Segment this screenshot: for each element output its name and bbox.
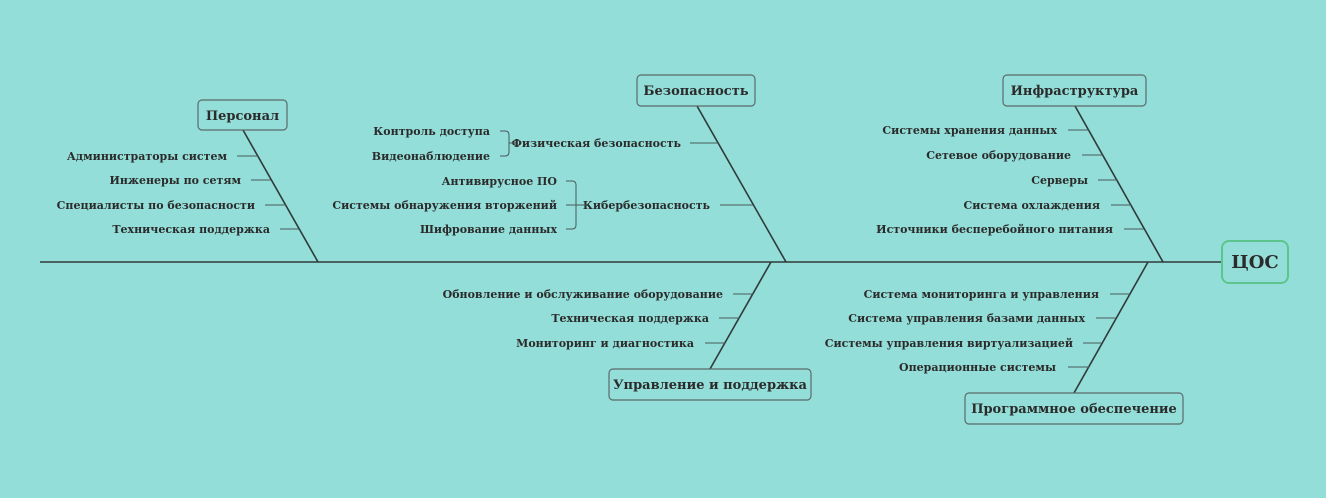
list-item[interactable]: Системы хранения данных <box>882 124 1057 137</box>
branch-management: Управление и поддержка Обновление и обсл… <box>443 261 812 401</box>
list-item[interactable]: Источники бесперебойного питания <box>876 223 1113 236</box>
bracket <box>566 180 586 230</box>
group-label[interactable]: Кибербезопасность <box>583 199 711 212</box>
branch-software: Программное обеспечение Система монитори… <box>825 261 1184 425</box>
branch-security: Безопасность Физическая безопасность Кон… <box>332 74 787 263</box>
list-item[interactable]: Мониторинг и диагностика <box>516 337 694 350</box>
branch-label: Персонал <box>206 109 279 124</box>
list-item[interactable]: Сетевое оборудование <box>926 149 1071 162</box>
list-item[interactable]: Техническая поддержка <box>551 312 709 325</box>
list-item[interactable]: Обновление и обслуживание оборудование <box>443 288 723 301</box>
root-label: ЦОС <box>1231 252 1278 273</box>
list-item[interactable]: Системы обнаружения вторжений <box>332 199 557 212</box>
branch-box-personnel[interactable]: Персонал <box>197 99 288 131</box>
branch-box-security[interactable]: Безопасность <box>636 74 756 107</box>
list-item[interactable]: Система управления базами данных <box>848 312 1085 325</box>
list-item[interactable]: Система охлаждения <box>964 199 1101 212</box>
branch-label: Безопасность <box>643 84 748 99</box>
list-item[interactable]: Операционные системы <box>899 361 1056 374</box>
branch-box-management[interactable]: Управление и поддержка <box>608 368 812 401</box>
list-item[interactable]: Контроль доступа <box>373 125 490 138</box>
group-label[interactable]: Физическая безопасность <box>512 137 682 150</box>
list-item[interactable]: Серверы <box>1031 174 1088 187</box>
branch-personnel: Персонал Администраторы систем Инженеры … <box>57 99 319 263</box>
branch-box-infrastructure[interactable]: Инфраструктура <box>1002 74 1147 107</box>
list-item[interactable]: Техническая поддержка <box>112 223 270 236</box>
list-item[interactable]: Видеонаблюдение <box>372 150 490 163</box>
list-item[interactable]: Шифрование данных <box>420 223 557 236</box>
list-item[interactable]: Система мониторинга и управления <box>864 288 1099 301</box>
list-item[interactable]: Специалисты по безопасности <box>57 199 255 212</box>
branch-label: Инфраструктура <box>1011 84 1139 99</box>
root-node[interactable]: ЦОС <box>1221 240 1289 284</box>
list-item[interactable]: Антивирусное ПО <box>442 175 558 188</box>
bracket <box>500 130 516 157</box>
branch-box-software[interactable]: Программное обеспечение <box>964 392 1184 425</box>
list-item[interactable]: Инженеры по сетям <box>109 174 241 187</box>
branch-infrastructure: Инфраструктура Системы хранения данных С… <box>876 74 1164 263</box>
list-item[interactable]: Администраторы систем <box>67 150 228 163</box>
branch-label: Управление и поддержка <box>613 378 808 393</box>
list-item[interactable]: Системы управления виртуализацией <box>825 337 1073 350</box>
branch-label: Программное обеспечение <box>971 402 1177 417</box>
